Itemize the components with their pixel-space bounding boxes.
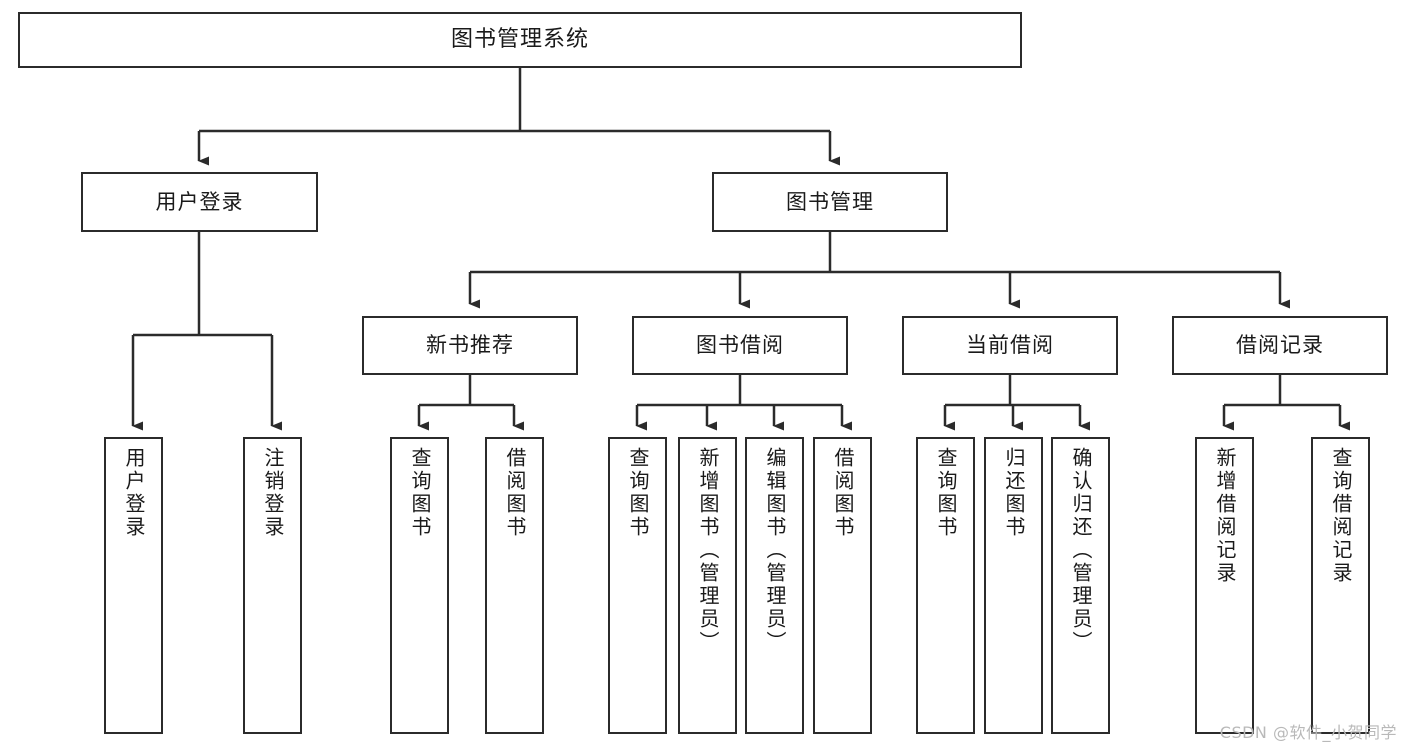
node-label: 借阅记录 — [1236, 333, 1324, 358]
node-label: 归还图书 — [1002, 447, 1026, 539]
node-label: 新增借阅记录 — [1213, 447, 1237, 585]
leaf-user-logout[interactable]: 注销登录 — [243, 437, 302, 734]
leaf-record-query-record[interactable]: 查询借阅记录 — [1311, 437, 1370, 734]
leaf-borrow-borrow-book[interactable]: 借阅图书 — [813, 437, 872, 734]
leaf-user-login[interactable]: 用户登录 — [104, 437, 163, 734]
leaf-current-confirm-return-admin[interactable]: 确认归还（管理员） — [1051, 437, 1110, 734]
node-user-login[interactable]: 用户登录 — [81, 172, 318, 232]
node-label: 查询图书 — [934, 447, 958, 539]
leaf-borrow-query-book[interactable]: 查询图书 — [608, 437, 667, 734]
node-label: 注销登录 — [261, 447, 285, 539]
leaf-recommend-query-book[interactable]: 查询图书 — [390, 437, 449, 734]
node-label: 借阅图书 — [503, 447, 527, 539]
node-new-book-recommend[interactable]: 新书推荐 — [362, 316, 578, 375]
leaf-borrow-edit-book-admin[interactable]: 编辑图书（管理员） — [745, 437, 804, 734]
node-label: 查询借阅记录 — [1329, 447, 1353, 585]
node-label: 图书管理系统 — [450, 27, 589, 53]
node-borrow-record[interactable]: 借阅记录 — [1172, 316, 1388, 375]
node-label: 查询图书 — [626, 447, 650, 539]
node-label: 用户登录 — [122, 447, 146, 539]
node-label: 当前借阅 — [966, 333, 1054, 358]
node-label: 用户登录 — [155, 189, 244, 214]
node-label: 确认归还（管理员） — [1069, 447, 1093, 654]
node-label: 图书借阅 — [696, 333, 784, 358]
node-book-management[interactable]: 图书管理 — [712, 172, 948, 232]
node-label: 编辑图书（管理员） — [763, 447, 787, 654]
node-label: 查询图书 — [408, 447, 432, 539]
node-label: 借阅图书 — [831, 447, 855, 539]
leaf-current-query-book[interactable]: 查询图书 — [916, 437, 975, 734]
node-book-borrow[interactable]: 图书借阅 — [632, 316, 848, 375]
node-label: 新增图书（管理员） — [696, 447, 720, 654]
watermark-text: CSDN @软件_小贺同学 — [1219, 723, 1397, 742]
leaf-current-return-book[interactable]: 归还图书 — [984, 437, 1043, 734]
node-current-borrow[interactable]: 当前借阅 — [902, 316, 1118, 375]
leaf-borrow-add-book-admin[interactable]: 新增图书（管理员） — [678, 437, 737, 734]
leaf-recommend-borrow-book[interactable]: 借阅图书 — [485, 437, 544, 734]
node-label: 新书推荐 — [426, 333, 514, 358]
leaf-record-add-record[interactable]: 新增借阅记录 — [1195, 437, 1254, 734]
node-root-system[interactable]: 图书管理系统 — [18, 12, 1022, 68]
node-label: 图书管理 — [786, 189, 874, 214]
